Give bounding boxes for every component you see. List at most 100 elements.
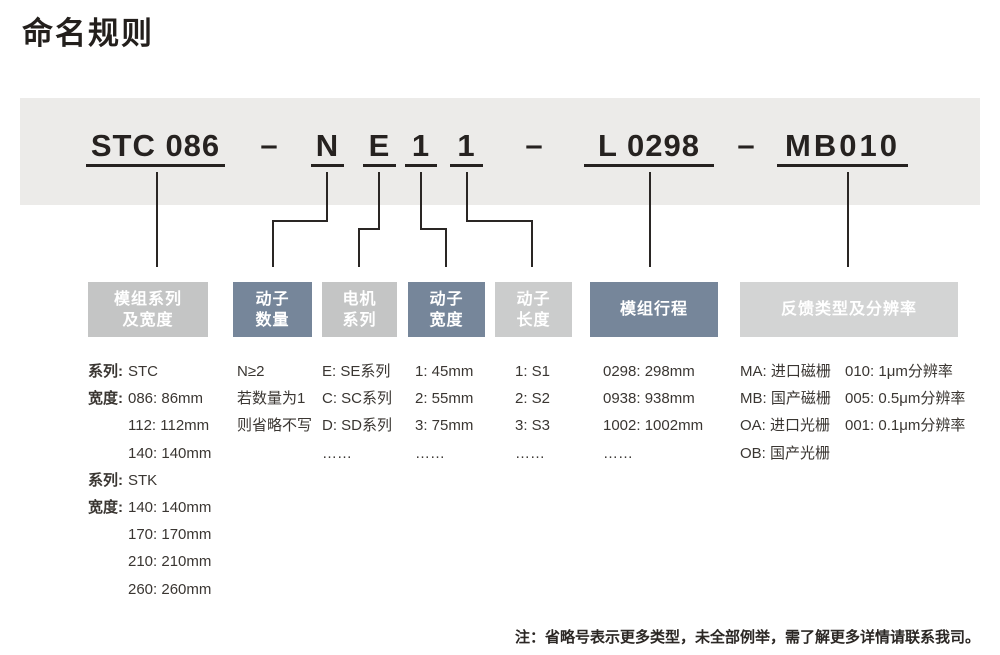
code-band [20, 98, 980, 205]
code-mover-count: N [311, 124, 344, 167]
detail-row: OA: 进口光栅 001: 0.1μm分辨率 [740, 412, 965, 439]
row-value: 140: 140mm [128, 444, 212, 462]
feedback-code: MB: 国产磁栅 [740, 390, 831, 408]
code-dash-2: – [525, 127, 543, 162]
box-module-stroke: 模组行程 [590, 282, 718, 337]
connector-line [847, 172, 849, 267]
connector-line [420, 172, 422, 230]
detail-row: 2: S2 [515, 390, 551, 408]
detail-row: 宽度: 140: 140mm [88, 494, 211, 521]
detail-row: OB: 国产光栅 [740, 440, 965, 467]
connector-line [272, 220, 328, 222]
box-label: 长度 [516, 311, 551, 329]
detail-column-series-width: 系列: STC 宽度: 086: 86mm 112: 112mm 140: 140m… [88, 358, 211, 603]
detail-row: 系列: STC [88, 358, 211, 385]
detail-row: 3: 75mm [415, 417, 474, 435]
detail-row: D: SD系列 [322, 417, 393, 435]
row-label: 宽度: [88, 499, 123, 517]
row-label [88, 576, 128, 603]
detail-row: N≥2 [237, 363, 265, 380]
row-value: STC [128, 363, 158, 380]
detail-column-mover-length: 1: S1 2: S2 3: S3 …… [515, 358, 550, 467]
box-label: 反馈类型及分辨率 [780, 301, 917, 318]
row-value: 112: 112mm [128, 417, 210, 435]
box-label: 系列 [342, 311, 377, 329]
detail-row: 140: 140mm [88, 440, 211, 467]
row-label [88, 412, 128, 439]
row-label: 系列: [88, 471, 123, 489]
row-label: 系列: [88, 363, 123, 380]
row-label: 宽度: [88, 390, 123, 408]
connector-line [272, 220, 274, 267]
row-label [88, 440, 128, 467]
code-dash-1: – [260, 127, 278, 162]
row-value: STK [128, 471, 158, 489]
connector-line [445, 228, 447, 267]
connector-line [420, 228, 447, 230]
code-series-width: STC 086 [86, 124, 225, 167]
box-feedback-type: 反馈类型及分辨率 [740, 282, 958, 337]
detail-row: 0298: 298mm [603, 363, 695, 380]
connector-line [326, 172, 328, 222]
box-label: 数量 [255, 311, 290, 329]
detail-row: 若数量为1 [237, 390, 306, 408]
page-title: 命名规则 [22, 16, 154, 51]
ellipsis-row: …… [322, 444, 352, 462]
row-value: 170: 170mm [128, 526, 212, 544]
detail-row: 112: 112mm [88, 412, 211, 439]
detail-row: 260: 260mm [88, 576, 211, 603]
feedback-resolution: 001: 0.1μm分辨率 [845, 417, 966, 435]
code-dash-3: – [737, 127, 755, 162]
detail-row: MA: 进口磁栅 010: 1μm分辨率 [740, 358, 965, 385]
detail-row: 1: 45mm [415, 363, 474, 380]
box-label: 宽度 [429, 311, 464, 329]
detail-row: 2: 55mm [415, 390, 474, 408]
row-label [88, 521, 128, 548]
box-mover-count: 动子 数量 [233, 282, 312, 337]
detail-row: 1002: 1002mm [603, 417, 704, 435]
connector-line [358, 228, 360, 267]
detail-row: 210: 210mm [88, 548, 211, 575]
detail-row: 宽度: 086: 86mm [88, 385, 211, 412]
connector-line [649, 172, 651, 267]
feedback-code: OB: 国产光栅 [740, 444, 831, 462]
feedback-code: OA: 进口光栅 [740, 417, 831, 435]
row-value: 086: 86mm [128, 390, 204, 408]
row-value: 140: 140mm [128, 499, 212, 517]
footer-note: 注：省略号表示更多类型，未全部例举，需了解更多详情请联系我司。 [514, 629, 980, 646]
connector-line [531, 220, 533, 267]
detail-row: C: SC系列 [322, 390, 393, 408]
detail-column-mover-width: 1: 45mm 2: 55mm 3: 75mm …… [415, 358, 473, 467]
detail-column-feedback: MA: 进口磁栅 010: 1μm分辨率 MB: 国产磁栅 005: 0.5μm分辨… [740, 358, 965, 467]
box-label: 模组系列 [113, 290, 182, 308]
box-module-series-width: 模组系列 及宽度 [88, 282, 208, 337]
box-label: 动子 [516, 290, 551, 308]
feedback-resolution: 010: 1μm分辨率 [845, 363, 953, 380]
detail-row: 3: S3 [515, 417, 551, 435]
code-mover-length: 1 [450, 124, 483, 167]
detail-column-motor-series: E: SE系列 C: SC系列 D: SD系列 …… [322, 358, 392, 467]
detail-column-module-stroke: 0298: 298mm 0938: 938mm 1002: 1002mm …… [603, 358, 703, 467]
connector-line [466, 220, 533, 222]
feedback-code: MA: 进口磁栅 [740, 363, 831, 380]
connector-line [156, 172, 158, 267]
ellipsis-row: …… [603, 444, 633, 462]
feedback-resolution: 005: 0.5μm分辨率 [845, 390, 966, 408]
detail-row: E: SE系列 [322, 363, 391, 380]
detail-row: MB: 国产磁栅 005: 0.5μm分辨率 [740, 385, 965, 412]
box-label: 模组行程 [619, 301, 688, 318]
box-motor-series: 电机 系列 [322, 282, 397, 337]
code-feedback: MB010 [777, 124, 908, 167]
detail-row: 170: 170mm [88, 521, 211, 548]
detail-row: 系列: STK [88, 467, 211, 494]
connector-line [358, 228, 380, 230]
ellipsis-row: …… [515, 444, 545, 462]
detail-row: 则省略不写 [237, 417, 313, 435]
row-label [88, 548, 128, 575]
detail-column-mover-count: N≥2 若数量为1 则省略不写 [237, 358, 312, 440]
connector-line [378, 172, 380, 230]
box-mover-width: 动子 宽度 [408, 282, 485, 337]
box-label: 动子 [255, 290, 290, 308]
code-mover-width: 1 [405, 124, 437, 167]
code-motor-series: E [363, 124, 396, 167]
